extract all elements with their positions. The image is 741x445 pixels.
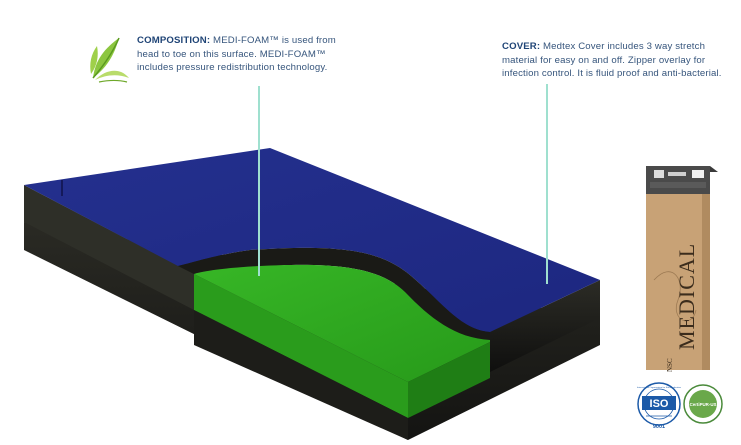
cover-label: COVER: (502, 41, 541, 52)
certipur-badge: CertiPUR-US (683, 384, 723, 424)
composition-leader-line (258, 86, 260, 276)
cover-callout: COVER: Medtex Cover includes 3 way stret… (502, 40, 727, 81)
mattress-right-side (490, 280, 600, 372)
product-box: MEDICAL NSC (646, 166, 718, 372)
cover-text: Medtex Cover includes 3 way stretch mate… (502, 41, 722, 80)
box-brand-text: MEDICAL (674, 243, 699, 350)
composition-callout: COMPOSITION: MEDI-FOAM™ is used from hea… (137, 34, 352, 75)
base-front-face (194, 310, 408, 440)
mattress-left-side (24, 185, 194, 310)
composition-label: COMPOSITION: (137, 35, 211, 46)
iso-text: ISO (650, 398, 669, 410)
certipur-text: CertiPUR-US (690, 402, 717, 407)
cover-cut-edge (178, 247, 490, 340)
foam-front-face (194, 274, 408, 418)
foam-side-face (408, 342, 490, 418)
iso-number-text: 9001 (653, 424, 665, 430)
cover-top-surface (24, 148, 600, 332)
iso-badge: ISO 9001 International Organization for … (637, 382, 682, 430)
iso-ring-text: International Organization for Standardi… (637, 386, 682, 389)
leaf-icon (90, 37, 129, 83)
cover-leader-line (546, 84, 548, 284)
foam-top-surface (194, 264, 490, 382)
box-prefix-text: NSC (666, 358, 674, 372)
composition-text: MEDI-FOAM™ is used from head to toe on t… (137, 35, 336, 74)
